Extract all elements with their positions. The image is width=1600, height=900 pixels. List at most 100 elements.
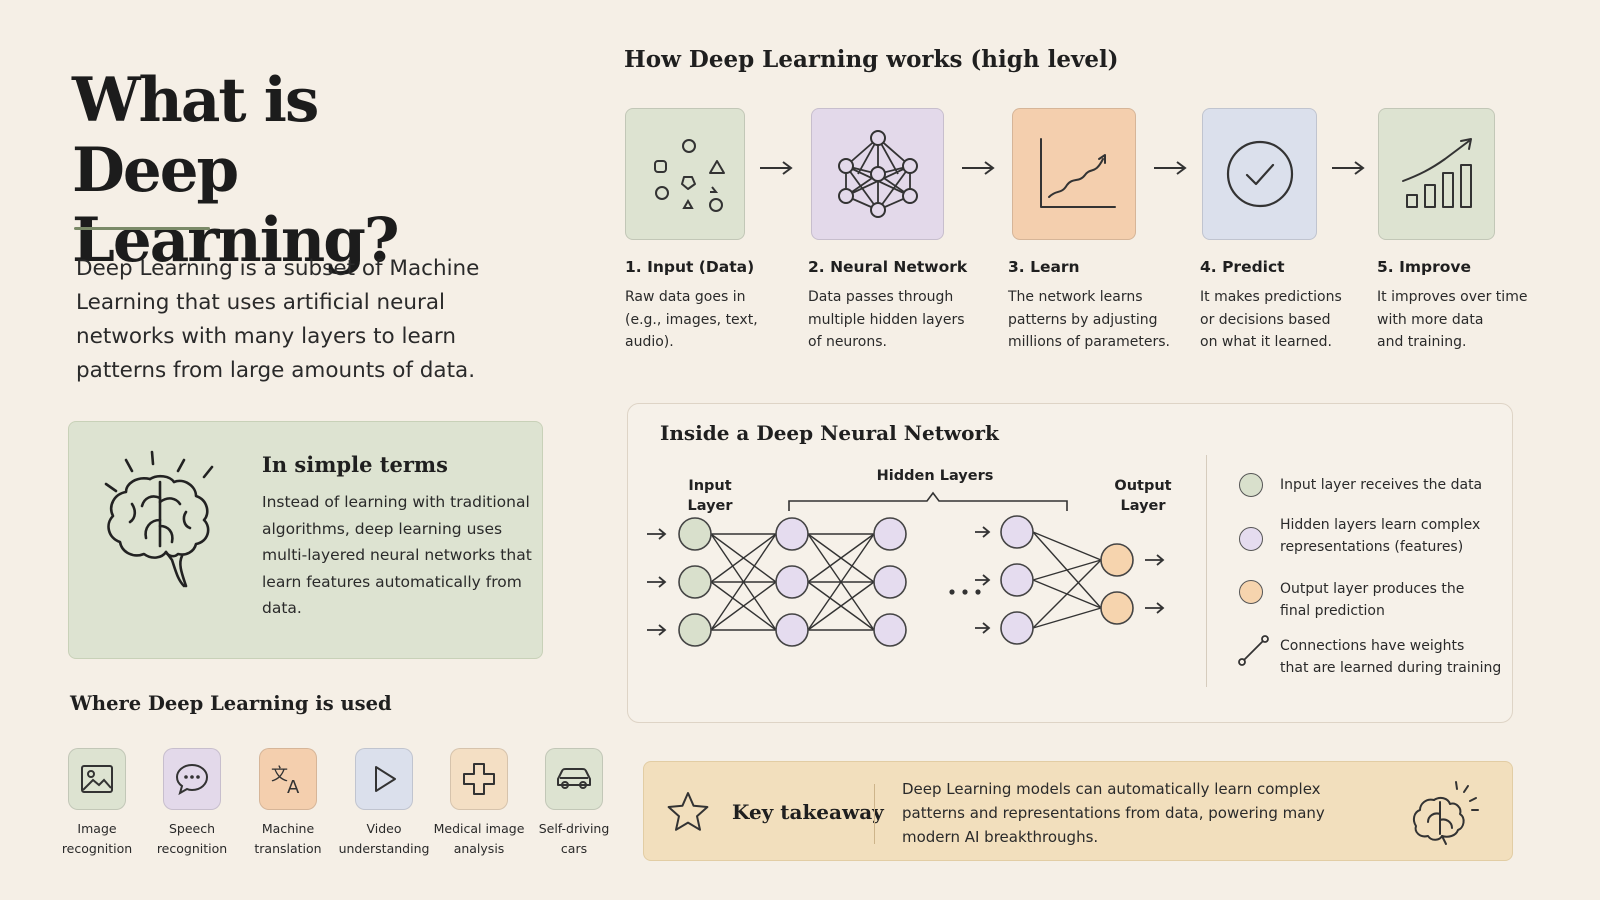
step-desc-line: of neurons. [808,334,887,350]
key-takeaway-card [643,761,1513,861]
hidden-neuron [873,565,907,599]
network-diagram [647,491,1165,647]
ellipsis-dot [949,589,955,595]
use-label-line2: recognition [61,841,133,856]
star-icon [667,792,709,831]
svg-text:文: 文 [271,765,288,785]
how-it-works-title: How Deep Learning works (high level) [624,46,1119,73]
arrow-right-icon [647,576,667,588]
step-1-title: 1. Input (Data) [625,258,755,276]
connection-line [710,533,777,631]
title-line-1: What is [72,65,319,136]
input-neuron [678,613,712,647]
step-desc-line: It improves over time [1377,289,1528,305]
hidden-neuron [873,517,907,551]
step-desc-line: with more data [1377,311,1484,328]
title-line-2: Deep Learning? [72,135,400,276]
arrow-right-icon [1154,161,1187,175]
legend-line: Output layer produces the [1280,581,1465,597]
use-label-line1: Speech [168,821,216,836]
step-5-title: 5. Improve [1377,258,1471,276]
step-desc-line: patterns by adjusting [1008,311,1158,328]
use-label-line1: Self-driving [538,821,610,836]
play-icon [355,748,413,810]
arrow-right-icon [1332,161,1365,175]
step-3-desc: The network learns patterns by adjusting… [1008,286,1178,354]
brain-icon [104,450,214,588]
connection-line [807,533,875,631]
output-layer-legend-dot [1239,580,1263,604]
connection-line [1032,531,1102,561]
trend-chart-icon [1040,138,1116,208]
connection-line [710,533,777,583]
simple-terms-title: In simple terms [262,452,448,477]
use-label-line2: recognition [156,841,228,856]
label-line: Layer [687,498,733,514]
label-line: Layer [1120,498,1166,514]
legend-input: Input layer receives the data [1280,474,1520,496]
output-layer-label: Output Layer [1108,476,1178,516]
hidden-neuron [1000,515,1034,549]
use-item-image-recognition: Image recognition [49,748,145,859]
connection-line [1032,559,1102,629]
growth-chart-icon [1401,138,1472,208]
step-network-box [811,108,944,240]
legend-line: Input layer receives the data [1280,477,1483,493]
intro-paragraph: Deep Learning is a subset of Machine Lea… [76,256,480,383]
connection-line [710,581,777,631]
hidden-layer-legend-dot [1239,527,1263,551]
legend-connections: Connections have weights that are learne… [1280,635,1510,679]
output-neuron [1100,543,1134,577]
use-label-line2: cars [560,841,588,856]
legend-line: final prediction [1280,603,1385,619]
connection-line [1032,559,1102,581]
arrow-right-icon [962,161,995,175]
input-layer-label: Input Layer [680,476,740,516]
simple-terms-text: Instead of learning with traditional alg… [262,493,532,617]
hidden-layers-bracket [788,491,1068,511]
step-3-title: 3. Learn [1008,258,1080,276]
use-label-line2: understanding [338,841,430,856]
svg-text:A: A [287,777,300,796]
use-label-line2: analysis [453,841,505,856]
step-desc-line: The network learns [1008,289,1143,305]
step-predict-box [1202,108,1317,240]
step-desc-line: millions of parameters. [1008,334,1170,350]
step-5-desc: It improves over time with more data and… [1377,286,1577,354]
hidden-neuron [775,517,809,551]
step-1-desc: Raw data goes in (e.g., images, text, au… [625,286,795,354]
hidden-neuron [775,613,809,647]
step-learn-box [1012,108,1136,240]
connection-line [1032,607,1102,629]
arrow-right-icon [1145,602,1165,614]
legend-output: Output layer produces the final predicti… [1280,578,1520,622]
hidden-neuron [1000,611,1034,645]
step-desc-line: Data passes through [808,289,954,305]
use-label-line1: Machine [261,821,315,836]
arrow-right-icon [1145,554,1165,566]
step-2-desc: Data passes through multiple hidden laye… [808,286,978,354]
legend-hidden: Hidden layers learn complex representati… [1280,514,1520,558]
page-title: What is Deep Learning? [72,66,542,276]
legend-line: representations (features) [1280,539,1464,555]
use-label-line1: Image [77,821,117,836]
step-desc-line: audio). [625,334,674,350]
input-neuron [678,517,712,551]
label-line: Output [1114,478,1172,494]
simple-terms-card [68,421,543,659]
key-takeaway-title: Key takeaway [732,800,884,824]
hidden-neuron [775,565,809,599]
step-desc-line: It makes predictions [1200,289,1342,305]
network-icon [837,130,918,218]
step-improve-box [1378,108,1495,240]
use-label-line2: translation [254,841,322,856]
arrow-right-icon [975,574,991,586]
legend-divider [1206,455,1207,687]
hidden-layers-label: Hidden Layers [876,468,994,484]
network-panel [627,403,1513,723]
legend-line: that are learned during training [1280,660,1502,676]
step-2-title: 2. Neural Network [808,258,968,276]
